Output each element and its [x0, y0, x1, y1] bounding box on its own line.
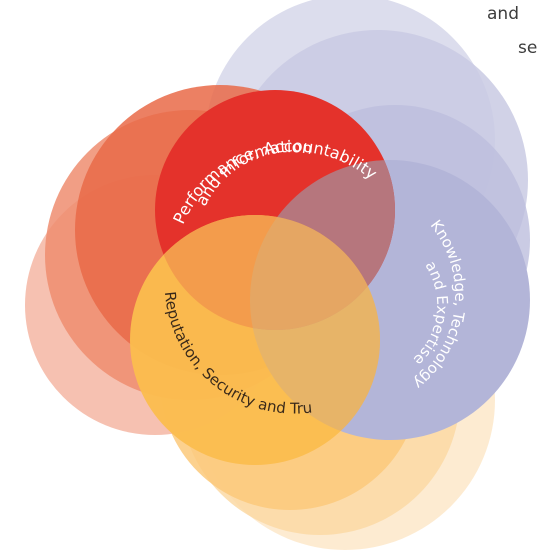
corner-text-line2: se — [518, 38, 537, 58]
corner-text-line1: and — [487, 4, 519, 24]
